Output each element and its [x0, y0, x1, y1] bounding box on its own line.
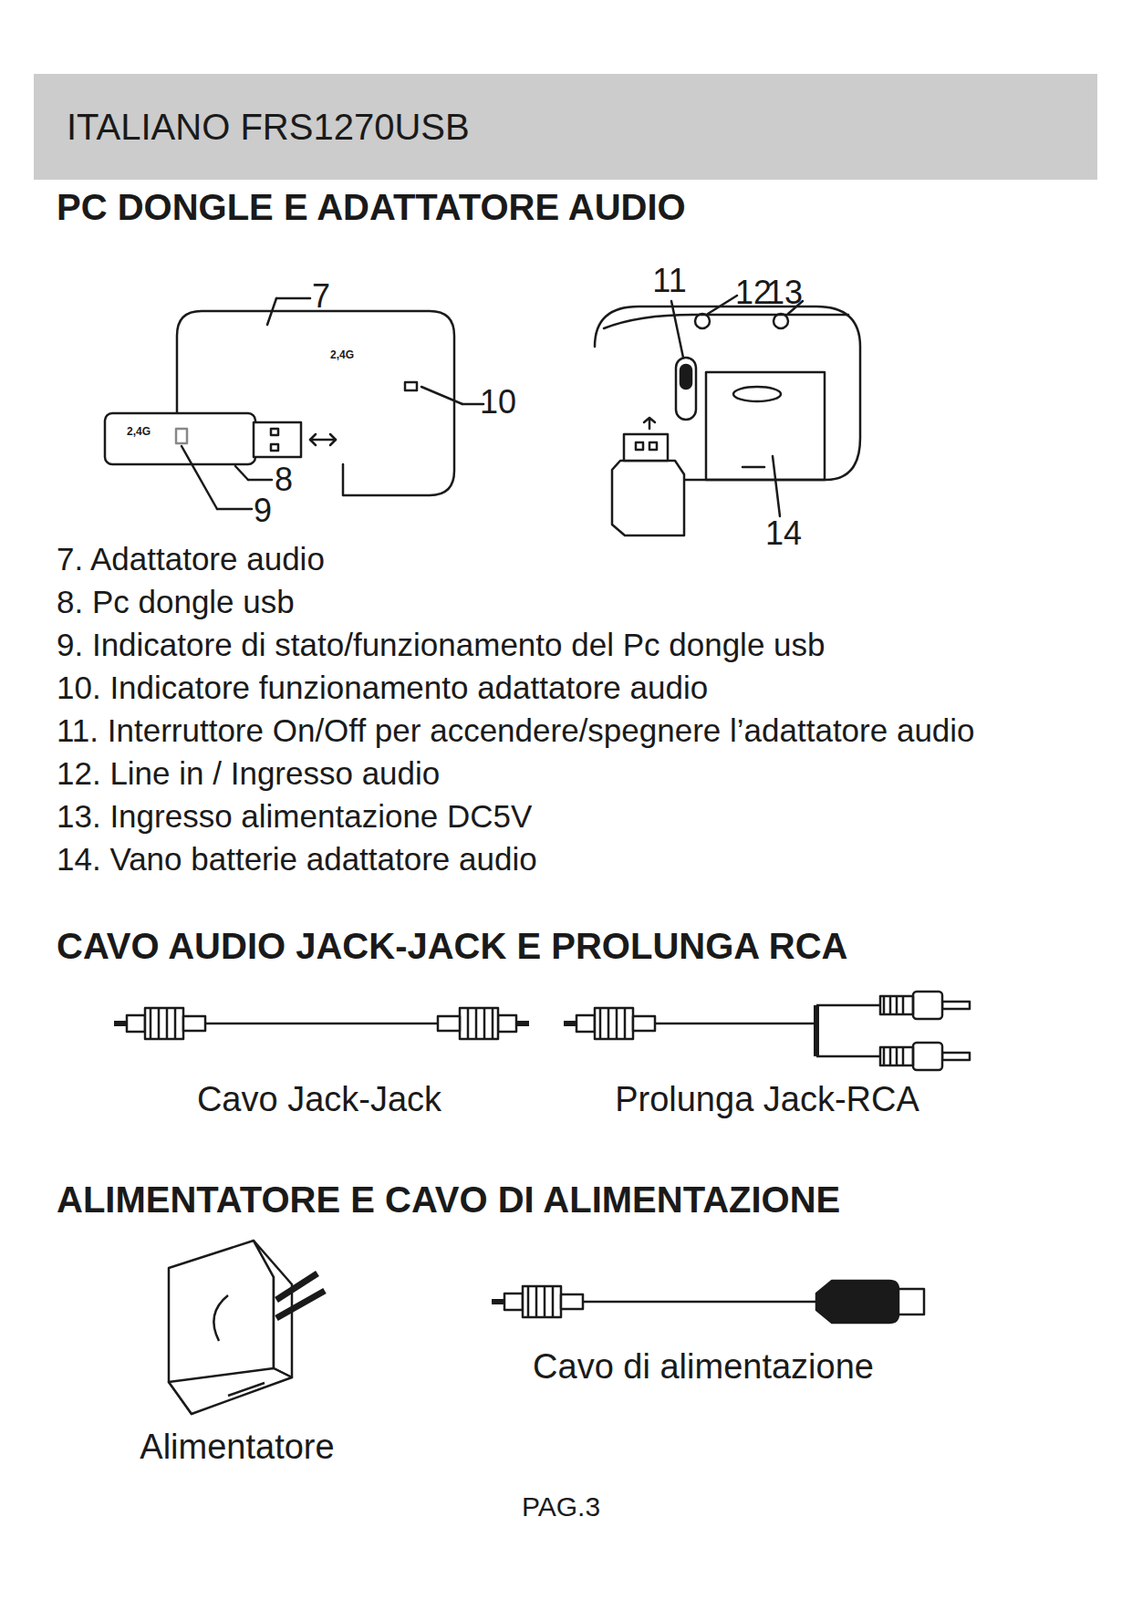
- cable-wire: [582, 1300, 817, 1304]
- device-print: 2,4G: [126, 425, 151, 439]
- audio-adapter: [176, 311, 455, 496]
- rca-plug: [880, 991, 970, 1019]
- dongle-led: [176, 428, 187, 444]
- jack-plug: [491, 1286, 583, 1318]
- cable-split: [813, 1005, 820, 1057]
- page-number: PAG.3: [521, 1491, 601, 1524]
- jack-plug: [114, 1007, 206, 1039]
- rca-plug: [880, 1042, 970, 1070]
- jack-plug: [563, 1007, 655, 1039]
- jack-plug: [437, 1007, 530, 1039]
- usb-dongle: [104, 413, 256, 465]
- callout-number: 7: [311, 277, 331, 315]
- usb-dongle-inserted: [612, 460, 685, 536]
- leader-line: [235, 466, 249, 480]
- legend-item: 8. Pc dongle usb: [56, 583, 295, 621]
- part-caption: Prolunga Jack-RCA: [614, 1080, 920, 1121]
- audio-adapter-back: [594, 306, 861, 480]
- header-band: ITALIANO FRS1270USB: [33, 73, 1098, 180]
- cable-wire: [816, 1004, 881, 1008]
- legend-item: 7. Adattatore audio: [56, 540, 325, 578]
- callout-number: 10: [479, 383, 517, 421]
- leader-line: [421, 386, 463, 405]
- line-in-jack: [695, 313, 710, 329]
- cable-wire: [205, 1022, 438, 1026]
- usb-connector: [253, 422, 302, 457]
- usb-power-plug: [816, 1280, 925, 1323]
- legend-item: 11. Interruttore On/Off per accendere/sp…: [56, 712, 976, 749]
- legend-item: 14. Vano batterie adattatore audio: [56, 841, 538, 878]
- device-print: 2,4G: [330, 349, 354, 363]
- power-supply: [168, 1240, 325, 1414]
- legend-item: 10. Indicatore funzionamento adattatore …: [56, 669, 708, 707]
- power-switch: [675, 357, 696, 420]
- legend-item: 9. Indicatore di stato/funzionamento del…: [56, 626, 826, 664]
- part-caption: Alimentatore: [139, 1427, 334, 1468]
- cable-wire: [816, 1055, 881, 1059]
- cable-wire: [654, 1022, 817, 1026]
- leader-line: [267, 298, 277, 325]
- battery-door: [706, 372, 825, 480]
- legend-item: 13. Ingresso alimentazione DC5V: [56, 798, 532, 835]
- callout-number: 11: [652, 261, 686, 300]
- adapter-led: [405, 382, 417, 391]
- callout-number: 8: [274, 460, 293, 499]
- leader-line: [181, 446, 218, 509]
- part-caption: Cavo di alimentazione: [532, 1347, 874, 1388]
- leader-line: [671, 301, 684, 358]
- callout-number: 14: [765, 514, 802, 552]
- leader-line: [772, 456, 780, 517]
- dc-jack: [773, 313, 789, 329]
- callout-number: 9: [253, 491, 272, 530]
- section-heading: PC DONGLE E ADATTATORE AUDIO: [56, 186, 686, 229]
- part-caption: Cavo Jack-Jack: [197, 1080, 442, 1121]
- section-heading: ALIMENTATORE E CAVO DI ALIMENTAZIONE: [56, 1178, 841, 1221]
- header-text: ITALIANO FRS1270USB: [66, 106, 470, 148]
- leader-line: [707, 295, 738, 314]
- section-heading: CAVO AUDIO JACK-JACK E PROLUNGA RCA: [56, 924, 848, 967]
- callout-number: 13: [766, 273, 803, 312]
- legend-item: 12. Line in / Ingresso audio: [56, 755, 440, 792]
